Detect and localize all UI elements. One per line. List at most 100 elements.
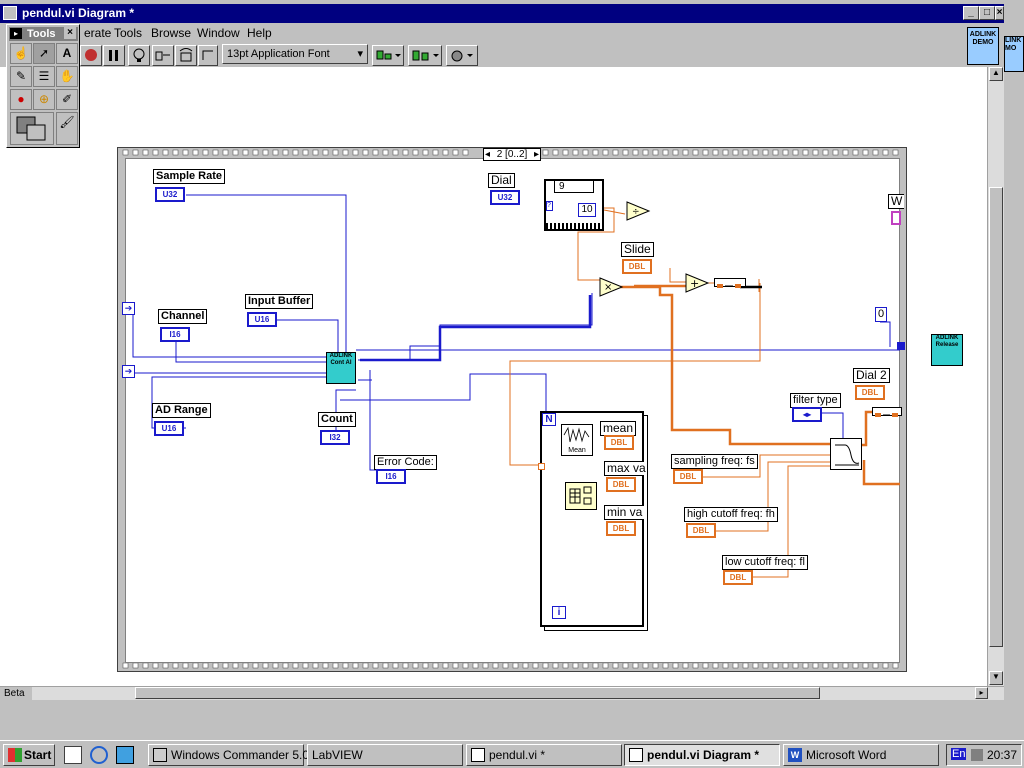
quicklaunch-desktop-icon[interactable] bbox=[64, 746, 82, 764]
menu-operate[interactable]: erate bbox=[84, 26, 112, 40]
maximize-button[interactable]: □ bbox=[979, 6, 995, 20]
filter-type-terminal[interactable]: ◂▸ bbox=[792, 407, 822, 422]
taskbar-item-pendul-diagram[interactable]: pendul.vi Diagram * bbox=[624, 744, 780, 766]
tools-palette[interactable]: Tools× ▸ ☝ ➚ A ✎ ☰ ✋ ● ⊕ ✐ 🖌 bbox=[6, 24, 80, 148]
input-buffer-terminal[interactable]: U16 bbox=[247, 312, 277, 327]
taskbar-item-labview[interactable]: LabVIEW bbox=[307, 744, 463, 766]
scroll-right-icon[interactable]: ▸ bbox=[975, 687, 988, 699]
menu-browse[interactable]: Browse bbox=[151, 26, 192, 40]
operate-value-tool-icon[interactable]: ☝ bbox=[10, 43, 32, 64]
numeric-constant-ten[interactable]: 10 bbox=[578, 203, 596, 217]
tools-close-icon[interactable]: × bbox=[64, 27, 76, 39]
channel-terminal[interactable]: I16 bbox=[160, 327, 190, 342]
menu-window[interactable]: Window bbox=[197, 26, 240, 40]
minimize-button[interactable]: _ bbox=[963, 6, 979, 20]
start-button[interactable]: Start bbox=[3, 744, 55, 766]
get-color-tool-icon[interactable]: ✐ bbox=[56, 89, 78, 110]
menu-tools[interactable]: Tools bbox=[114, 26, 143, 40]
adlink-cont-ai-node[interactable]: ADLINK Cont AI bbox=[326, 352, 356, 384]
quicklaunch-outlook-icon[interactable] bbox=[116, 746, 134, 764]
slide-terminal[interactable]: DBL bbox=[622, 259, 652, 274]
add-node[interactable]: + bbox=[684, 272, 710, 294]
scroll-down-icon[interactable]: ▼ bbox=[989, 671, 1003, 685]
case-selector[interactable]: 9 bbox=[554, 180, 594, 193]
sampling-freq-terminal[interactable]: DBL bbox=[673, 469, 703, 484]
divide-node[interactable]: ÷ bbox=[625, 200, 651, 222]
multiply-node[interactable]: × bbox=[598, 276, 624, 298]
language-indicator[interactable]: En bbox=[951, 748, 967, 760]
horizontal-scrollbar[interactable]: Beta ◂ ▸ bbox=[0, 686, 1004, 712]
input-buffer-label: Input Buffer bbox=[245, 294, 314, 309]
tools-palette-title[interactable]: Tools× bbox=[9, 27, 78, 41]
min-value-label: min va bbox=[604, 505, 644, 520]
count-terminal[interactable]: I32 bbox=[320, 430, 350, 445]
probe-tool-icon[interactable]: ⊕ bbox=[33, 89, 55, 110]
abort-button[interactable] bbox=[80, 45, 102, 66]
high-cutoff-terminal[interactable]: DBL bbox=[686, 523, 716, 538]
close-button[interactable]: × bbox=[995, 6, 1004, 20]
low-cutoff-terminal[interactable]: DBL bbox=[723, 570, 753, 585]
sequence-local-1[interactable]: ➔ bbox=[122, 302, 135, 315]
step-out-button[interactable] bbox=[198, 45, 218, 66]
tools-menu-icon[interactable]: ▸ bbox=[10, 28, 22, 39]
numeric-constant-zero[interactable]: 0 bbox=[875, 307, 887, 322]
case-selector-terminal[interactable]: ? bbox=[546, 201, 553, 211]
quicklaunch-ie-icon[interactable] bbox=[90, 746, 108, 764]
horizontal-scroll-thumb[interactable] bbox=[135, 687, 820, 699]
taskbar-item-windows-commander[interactable]: Windows Commander 5.0 ... bbox=[148, 744, 322, 766]
menu-help[interactable]: Help bbox=[247, 26, 272, 40]
loop-count-terminal[interactable]: N bbox=[542, 413, 556, 426]
taskbar-item-pendul-vi[interactable]: pendul.vi * bbox=[466, 744, 622, 766]
frame-prev-icon[interactable]: ◂ bbox=[485, 149, 491, 160]
build-array-node-2[interactable] bbox=[872, 407, 902, 417]
adlink-demo-icon[interactable]: ADLINK DEMO bbox=[967, 27, 999, 65]
link-mo-icon[interactable]: LINK MO bbox=[1004, 36, 1024, 72]
align-objects-button[interactable] bbox=[372, 45, 404, 66]
scroll-tool-icon[interactable]: ✋ bbox=[56, 66, 78, 87]
frame-next-icon[interactable]: ▸ bbox=[533, 149, 539, 160]
error-code-terminal[interactable]: I16 bbox=[376, 469, 406, 484]
tray-speaker-icon[interactable] bbox=[971, 749, 983, 761]
clock: 20:37 bbox=[987, 748, 1018, 762]
connect-wire-tool-icon[interactable]: ✎ bbox=[10, 66, 32, 87]
position-tool-icon[interactable]: ➚ bbox=[33, 43, 55, 64]
array-max-min-node[interactable] bbox=[565, 482, 597, 510]
edit-text-tool-icon[interactable]: A bbox=[56, 43, 78, 64]
max-value-terminal[interactable]: DBL bbox=[606, 477, 636, 492]
vertical-scroll-thumb[interactable] bbox=[989, 187, 1003, 647]
mean-node[interactable]: Mean bbox=[561, 424, 593, 456]
dial-label: Dial bbox=[488, 173, 515, 188]
vertical-scrollbar[interactable]: ▲ ▼ bbox=[987, 67, 1004, 686]
window-bottom-area bbox=[0, 700, 1004, 740]
loop-tunnel[interactable] bbox=[538, 463, 545, 470]
step-into-button[interactable] bbox=[152, 45, 174, 66]
window-titlebar[interactable]: pendul.vi Diagram * _ □ × bbox=[0, 4, 1004, 23]
waveform-terminal-partial[interactable] bbox=[891, 211, 901, 225]
mean-terminal[interactable]: DBL bbox=[604, 435, 634, 450]
distribute-objects-button[interactable] bbox=[408, 45, 442, 66]
build-array-node[interactable] bbox=[714, 278, 746, 288]
reorder-button[interactable] bbox=[446, 45, 478, 66]
ad-range-terminal[interactable]: U16 bbox=[154, 421, 184, 436]
object-shortcut-menu-tool-icon[interactable]: ☰ bbox=[33, 66, 55, 87]
error-code-label: Error Code: bbox=[374, 455, 437, 470]
sequence-local-2[interactable]: ➔ bbox=[122, 365, 135, 378]
butterworth-filter-node[interactable] bbox=[830, 438, 862, 470]
step-over-button[interactable] bbox=[175, 45, 197, 66]
sample-rate-terminal[interactable]: U32 bbox=[155, 187, 185, 202]
dial-terminal[interactable]: U32 bbox=[490, 190, 520, 205]
case-structure[interactable]: 9 ? 10 bbox=[544, 179, 604, 231]
dial2-terminal[interactable]: DBL bbox=[855, 385, 885, 400]
min-value-terminal[interactable]: DBL bbox=[606, 521, 636, 536]
scroll-up-icon[interactable]: ▲ bbox=[989, 67, 1003, 81]
paint-brush-icon[interactable]: 🖌 bbox=[56, 112, 78, 145]
sequence-frame-content[interactable] bbox=[125, 158, 900, 663]
breakpoint-tool-icon[interactable]: ● bbox=[10, 89, 32, 110]
pause-button[interactable] bbox=[103, 45, 125, 66]
font-select[interactable]: 13pt Application Font▾ bbox=[222, 44, 368, 64]
highlight-execution-button[interactable] bbox=[128, 45, 150, 66]
frame-selector[interactable]: ◂ 2 [0..2] ▸ bbox=[483, 148, 541, 161]
adlink-release-node[interactable]: ADLINK Release bbox=[931, 334, 963, 366]
set-color-tool-icon[interactable] bbox=[10, 112, 54, 145]
